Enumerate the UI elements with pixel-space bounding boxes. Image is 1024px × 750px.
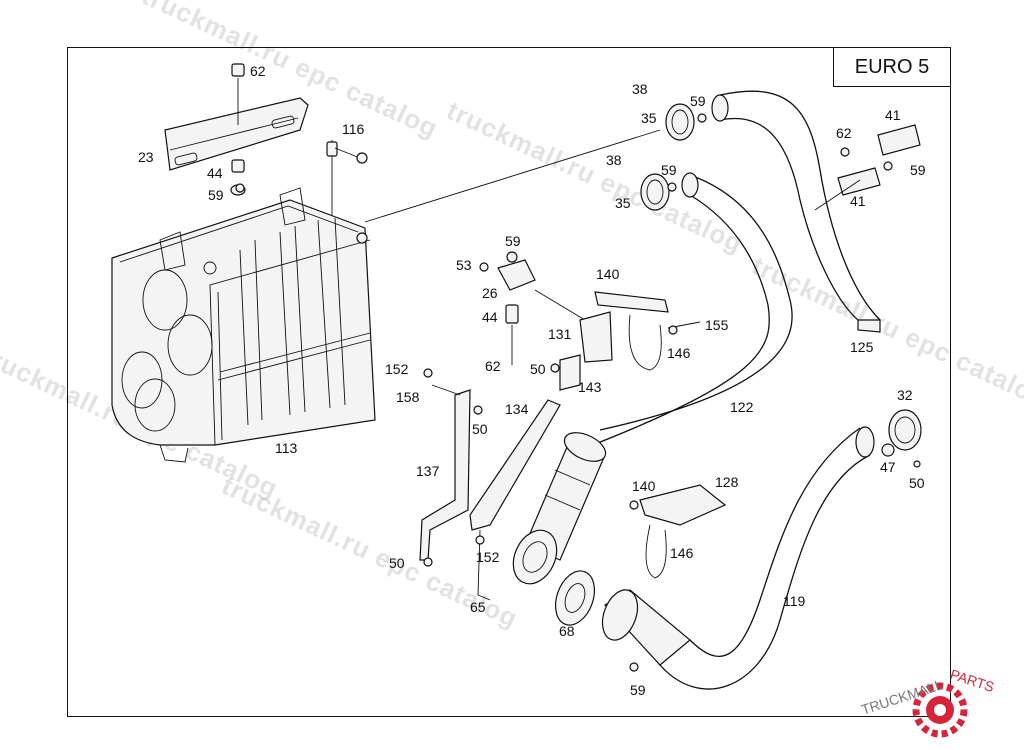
bracket-134 (469, 399, 561, 601)
label-158: 158 (396, 389, 420, 405)
flange-32 (881, 409, 922, 468)
euro-5-badge: EURO 5 (833, 47, 951, 87)
label-152: 152 (385, 361, 409, 377)
logo-text-accent: PARTS (948, 666, 996, 695)
muffler-113 (111, 187, 376, 463)
label-38: 38 (606, 152, 622, 168)
pipe-125 (711, 90, 881, 333)
pipe-122 (579, 172, 793, 451)
label-59: 59 (208, 187, 224, 203)
clamp-41 (814, 124, 921, 211)
label-44: 44 (207, 165, 223, 181)
diagram-frame (67, 47, 951, 717)
label-26: 26 (482, 285, 498, 301)
label-122: 122 (730, 399, 754, 415)
label-62: 62 (250, 63, 266, 79)
label-35: 35 (615, 195, 631, 211)
label-125: 125 (850, 339, 874, 355)
label-59: 59 (630, 682, 646, 698)
label-50: 50 (389, 555, 405, 571)
label-62: 62 (485, 358, 501, 374)
label-38: 38 (632, 81, 648, 97)
label-146: 146 (667, 345, 691, 361)
pipe-119 (601, 426, 875, 690)
label-155: 155 (705, 317, 729, 333)
label-59: 59 (690, 93, 706, 109)
label-68: 68 (559, 623, 575, 639)
label-59: 59 (910, 162, 926, 178)
label-59: 59 (505, 233, 521, 249)
fasteners (235, 113, 893, 672)
label-119: 119 (783, 593, 806, 609)
label-41: 41 (850, 193, 866, 209)
label-50: 50 (530, 361, 546, 377)
label-35: 35 (641, 110, 657, 126)
label-65: 65 (470, 599, 486, 615)
label-134: 134 (505, 401, 529, 417)
label-140: 140 (596, 266, 620, 282)
bracket-137 (419, 384, 471, 567)
label-143: 143 (578, 379, 602, 395)
label-47: 47 (880, 459, 896, 475)
label-50: 50 (472, 421, 488, 437)
label-23: 23 (138, 149, 154, 165)
mount-bracket (497, 251, 701, 391)
label-41: 41 (885, 107, 901, 123)
label-32: 32 (897, 387, 913, 403)
leader-line (364, 129, 661, 223)
label-50: 50 (909, 475, 925, 491)
label-116: 116 (342, 121, 365, 137)
label-137: 137 (416, 463, 440, 479)
truckmall-parts-logo: TRUCKMALL PARTS (860, 666, 996, 738)
label-53: 53 (456, 257, 472, 273)
label-140: 140 (632, 478, 656, 494)
label-128: 128 (715, 474, 739, 490)
bracket-23 (164, 63, 368, 244)
callout-labels: 62 23 44 59 116 113 38 59 35 38 59 35 62… (138, 63, 926, 698)
label-152: 152 (476, 549, 500, 565)
label-113: 113 (275, 440, 298, 456)
label-62: 62 (836, 125, 852, 141)
label-131: 131 (548, 326, 572, 342)
label-59: 59 (661, 162, 677, 178)
silencer-section (512, 432, 607, 626)
label-146: 146 (670, 545, 694, 561)
label-44: 44 (482, 309, 498, 325)
clamp-35 (640, 103, 695, 211)
bracket-128 (639, 484, 727, 579)
